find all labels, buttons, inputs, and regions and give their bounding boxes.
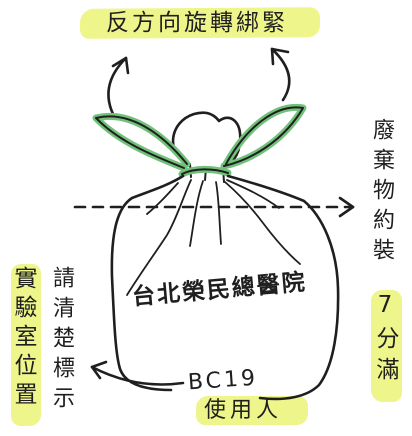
- fill-level-highlight: [371, 290, 402, 402]
- rotation-arrow-left: [107, 56, 130, 120]
- user-highlight: [196, 396, 308, 425]
- bag-body: [110, 174, 340, 401]
- diagram-title: 反方向旋轉綁緊: [106, 9, 288, 36]
- user-label: 使用人: [204, 398, 283, 423]
- fill-level-label: 7分滿: [372, 292, 398, 388]
- label-instruction: 請清楚標示: [49, 266, 74, 416]
- fill-instruction-label: 廢棄物約裝: [369, 118, 394, 268]
- user-pointer-arrow: [90, 360, 185, 386]
- green-ribbon: [92, 103, 307, 178]
- location-highlight: [11, 264, 41, 426]
- lab-location-label: 實驗室位置: [10, 266, 36, 411]
- rotation-arrow-right: [270, 47, 291, 102]
- fill-line: [73, 196, 355, 218]
- bag-code-text: BC19: [187, 365, 259, 396]
